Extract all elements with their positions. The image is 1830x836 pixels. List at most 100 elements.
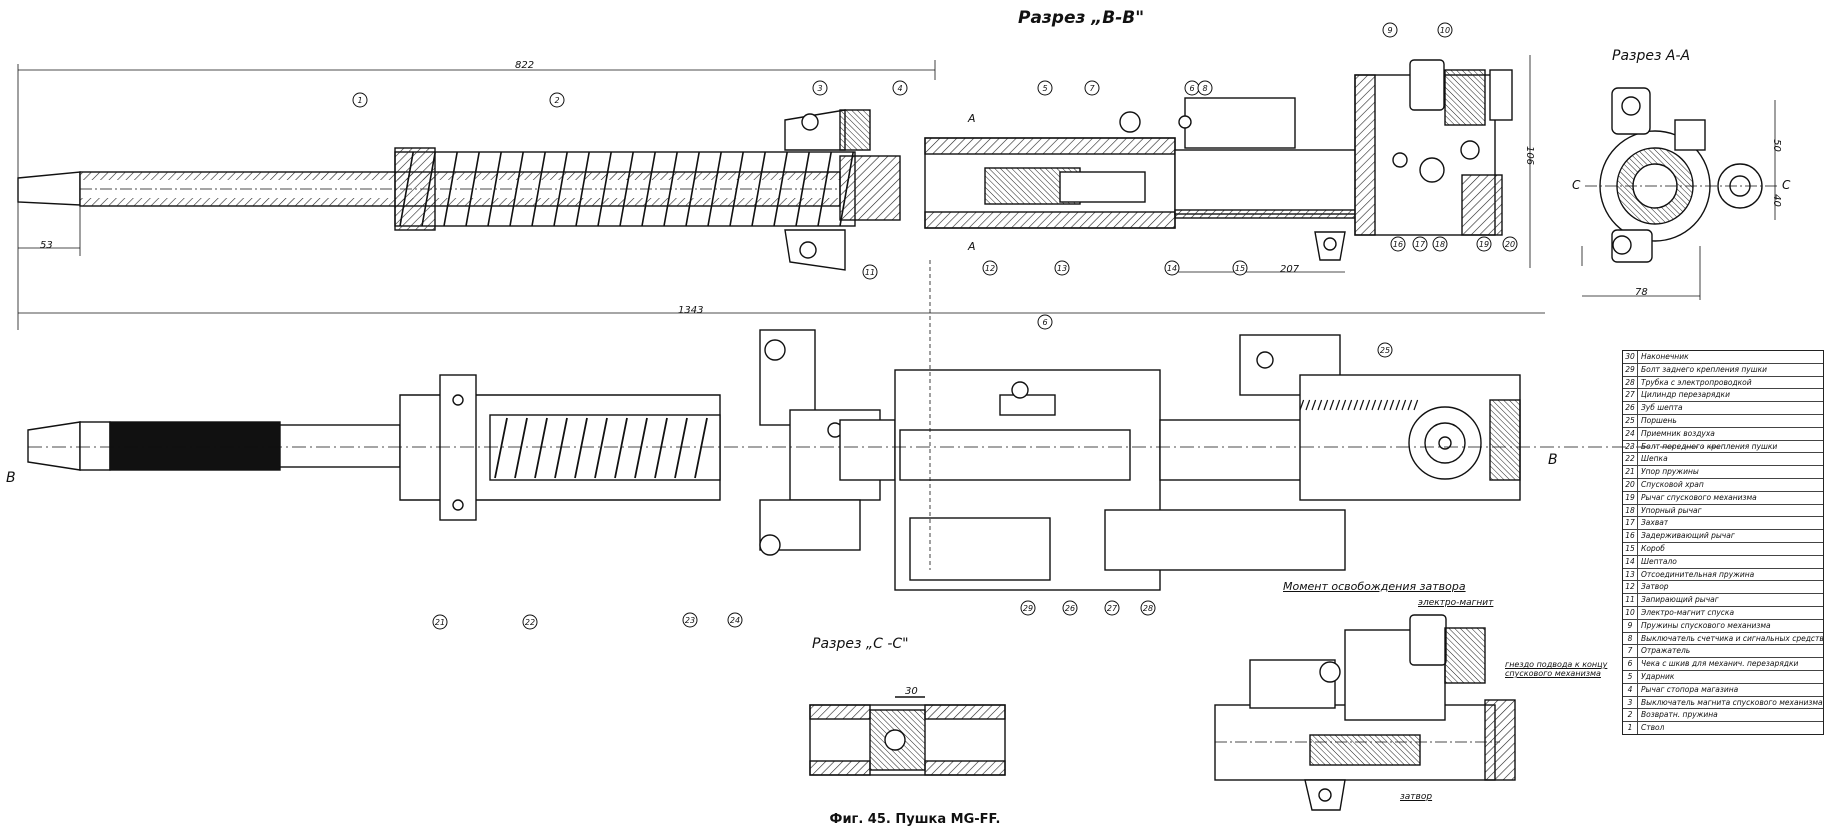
legend-number: 25: [1623, 414, 1638, 427]
legend-number: 26: [1623, 402, 1638, 414]
legend-number: 29: [1623, 363, 1638, 376]
spring-coil: [1377, 399, 1383, 411]
spring-coil: [674, 417, 688, 479]
callout-bottom-label: 28: [1143, 604, 1153, 613]
spring-coil: [443, 151, 458, 227]
callout-bottom-circle: [1037, 314, 1053, 330]
label-socket: гнездо подвода к концу спускового механи…: [1505, 660, 1608, 678]
section-aa-drawing: [1585, 87, 1780, 263]
callout-top-circle: [1437, 22, 1453, 38]
section-aa-title: Разрез А-А: [1612, 48, 1691, 64]
callout-top-label: 10: [1440, 26, 1450, 35]
callout-top-circle: [892, 80, 908, 96]
figure-caption: Фиг. 45. Пушка MG-FF.: [829, 812, 1001, 827]
spring-coil: [1383, 399, 1389, 411]
spring-coil: [773, 151, 788, 227]
section-bb-title: Разрез „В-В": [1018, 8, 1145, 28]
legend-part-name: Болт переднего крепления пушки: [1641, 441, 1778, 451]
callout-bottom-label: 29: [1023, 604, 1033, 613]
spring-coil: [751, 151, 766, 227]
legend-number: 11: [1623, 594, 1638, 606]
spring-coil: [465, 151, 480, 227]
callout-top-label: 14: [1167, 264, 1177, 273]
callout-top-label: 4: [897, 84, 902, 93]
legend-part-name: Упор пружины: [1641, 467, 1699, 477]
legend-part-name: Шептало: [1641, 556, 1677, 566]
callout-top-label: 17: [1415, 240, 1426, 249]
spring-coil: [817, 151, 832, 227]
legend-number: 5: [1623, 670, 1638, 683]
callout-top-label: 6: [1189, 84, 1194, 93]
callout-top-circle: [1197, 80, 1213, 96]
legend-number: 14: [1623, 555, 1638, 568]
legend-number: 2: [1623, 709, 1638, 722]
callout-bottom-circle: [432, 614, 448, 630]
spring-coil: [1311, 399, 1317, 411]
spring-coil: [534, 417, 548, 479]
callout-top-label: 3: [817, 84, 822, 93]
spring-coil: [597, 151, 612, 227]
spring-coil: [531, 151, 546, 227]
spring-coil: [1401, 399, 1407, 411]
dim-30: 30: [905, 686, 918, 697]
callout-top-label: 16: [1393, 240, 1403, 249]
spring-coil: [1395, 399, 1401, 411]
callout-bottom-circle: [1377, 342, 1393, 358]
legend-number: 13: [1623, 568, 1638, 581]
spring-coil: [685, 151, 700, 227]
legend-part-name: Рычаг спускового механизма: [1641, 492, 1757, 502]
legend-part-name: Поршень: [1641, 415, 1677, 425]
callout-top-label: 12: [985, 264, 995, 273]
spring-coil: [1359, 399, 1365, 411]
callout-top-circle: [1412, 236, 1428, 252]
spring-coil: [1347, 399, 1353, 411]
top-barrel-section: [17, 147, 901, 231]
legend-part-name: Чека с шкив для механич. перезарядки: [1641, 659, 1799, 669]
spring-coil: [399, 151, 414, 227]
spring-coil: [795, 151, 810, 227]
callout-bottom-label: 24: [730, 616, 740, 625]
label-bolt: затвор: [1400, 792, 1433, 802]
dim-106: 106: [1524, 145, 1536, 166]
legend-number: 3: [1623, 696, 1638, 709]
spring-coil: [1407, 399, 1413, 411]
callout-bottom-label: 22: [525, 618, 535, 627]
callout-bottom-circle: [1104, 600, 1120, 616]
legend-part-name: Запирающий рычаг: [1641, 595, 1719, 605]
legend-number: 20: [1623, 478, 1638, 491]
spring-coil: [553, 151, 568, 227]
legend-part-name: Выключатель магнита спускового механизма: [1641, 697, 1823, 707]
dim-50: 50: [1770, 139, 1782, 152]
legend-part-name: Отражатель: [1641, 646, 1691, 656]
callout-bottom-label: 26: [1065, 604, 1075, 613]
legend-part-name: Трубка с электропроводкой: [1641, 377, 1752, 387]
recoil-spring-mid: [494, 417, 708, 479]
spring-coil: [594, 417, 608, 479]
legend-part-name: Ствол: [1641, 723, 1665, 733]
spring-coil: [1353, 399, 1359, 411]
legend-number: 15: [1623, 542, 1638, 555]
callout-top-label: 20: [1505, 240, 1515, 249]
legend-number: 24: [1623, 427, 1638, 440]
callout-top-label: 19: [1479, 240, 1489, 249]
legend-number: 19: [1623, 491, 1638, 504]
callout-top-label: 7: [1089, 84, 1095, 93]
legend-part-name: Зуб шепта: [1641, 403, 1683, 413]
dim-78: 78: [1635, 287, 1648, 298]
spring-coil: [707, 151, 722, 227]
